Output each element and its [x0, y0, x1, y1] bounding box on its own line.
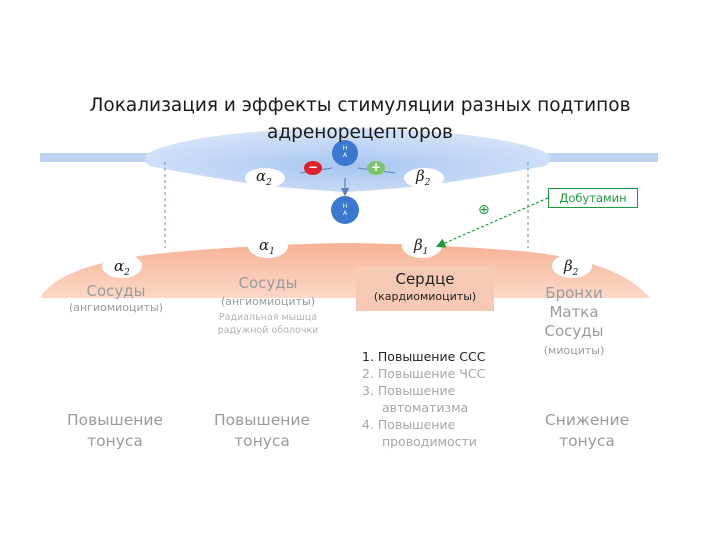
- effect-right-line-1: Снижение: [544, 411, 630, 429]
- receptor-notch: [248, 234, 288, 258]
- plus-badge: [367, 161, 385, 175]
- effect-mid: Повышение тонуса: [197, 410, 327, 452]
- heart-effects-list: 1. Повышение ССС 2. Повышение ЧСС 3. Пов…: [362, 348, 522, 450]
- minus-sign: −: [307, 160, 319, 174]
- organ-left-sub: (ангиомиоциты): [68, 301, 164, 314]
- organ-left-title: Сосуды: [86, 282, 146, 300]
- receptor-notch: [552, 254, 592, 278]
- title-line-2: адренорецепторов: [267, 122, 453, 143]
- organ-right: Бронхи Матка Сосуды (миоциты): [528, 284, 620, 358]
- organ-right-sub: (миоциты): [543, 344, 605, 357]
- heart-effect-4b: проводимости: [382, 434, 477, 449]
- receptor-beta1: β1: [414, 236, 429, 257]
- effect-left: Повышение тонуса: [50, 410, 180, 452]
- organ-right-line-2: Матка: [549, 303, 599, 321]
- receptor-notch: [404, 168, 444, 188]
- receptor-beta2-presynaptic: β2: [416, 167, 431, 188]
- organ-heart-sub: (кардиомиоциты): [373, 290, 477, 303]
- organ-mid-note-2: радужной оболочки: [217, 325, 319, 336]
- organ-mid: Сосуды (ангиомиоциты) Радиальная мышца р…: [200, 274, 336, 337]
- organ-left: Сосуды (ангиомиоциты): [46, 282, 186, 315]
- heart-effect-3b: автоматизма: [382, 400, 469, 415]
- heart-effect-1: 1. Повышение ССС: [362, 349, 486, 364]
- effect-left-line-2: тонуса: [87, 432, 143, 450]
- organ-mid-note-1: Радиальная мышца: [218, 312, 318, 323]
- receptor-alpha2-postsynaptic: α2: [114, 257, 130, 278]
- receptor-notch: [102, 254, 142, 278]
- na-circle-bottom: [331, 196, 359, 224]
- effect-right: Снижение тонуса: [522, 410, 652, 452]
- heart-effect-2: 2. Повышение ЧСС: [362, 366, 486, 381]
- dobutamine-arrow: [435, 197, 549, 248]
- organ-right-line-1: Бронхи: [545, 284, 603, 302]
- effect-mid-line-1: Повышение: [214, 411, 310, 429]
- organ-mid-sub: (ангиомиоциты): [220, 295, 316, 308]
- na-label-top: Н А: [342, 145, 348, 159]
- heart-effect-4a: 4. Повышение: [362, 417, 456, 432]
- page-title: Локализация и эффекты стимуляции разных …: [30, 92, 690, 146]
- na-circle-top: [332, 140, 358, 166]
- heart-region: [356, 266, 494, 311]
- receptor-notch: [402, 234, 442, 258]
- receptor-alpha1: α1: [259, 236, 275, 257]
- postsynaptic-cell: [40, 243, 650, 298]
- receptor-alpha2-presynaptic: α2: [256, 167, 272, 188]
- effect-mid-line-2: тонуса: [234, 432, 290, 450]
- organ-right-line-3: Сосуды: [544, 322, 604, 340]
- organ-heart: Сердце (кардиомиоциты): [356, 270, 494, 303]
- minus-badge: [304, 161, 322, 175]
- effect-right-line-2: тонуса: [559, 432, 615, 450]
- receptor-notch: [245, 168, 285, 188]
- organ-mid-title: Сосуды: [238, 274, 298, 292]
- dobutamine-label: Добутамин: [548, 188, 638, 208]
- plus-sign: +: [370, 160, 382, 174]
- organ-heart-title: Сердце: [395, 270, 455, 288]
- dobutamine-plus-sign: ⊕: [478, 202, 490, 218]
- heart-effect-3a: 3. Повышение: [362, 383, 456, 398]
- title-line-1: Локализация и эффекты стимуляции разных …: [89, 95, 631, 116]
- receptor-beta2-postsynaptic: β2: [564, 257, 579, 278]
- effect-left-line-1: Повышение: [67, 411, 163, 429]
- na-label-bottom: Н А: [342, 203, 348, 217]
